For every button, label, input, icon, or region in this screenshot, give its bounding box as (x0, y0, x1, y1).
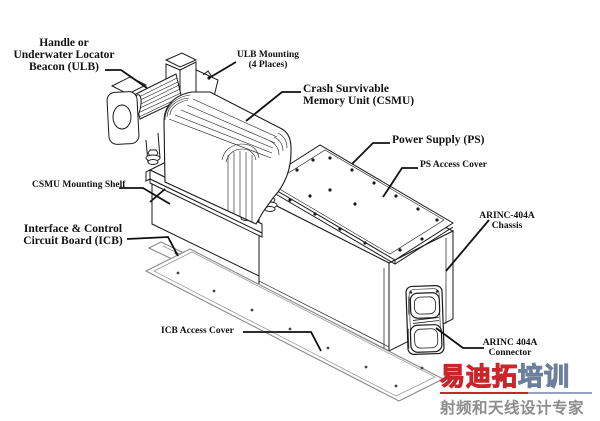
watermark-underline (440, 392, 592, 394)
leader-power-supply (351, 142, 390, 165)
leader-csmu-shelf-tick (149, 188, 166, 203)
watermark: 易迪拓 培训 射频和天线设计专家 (439, 363, 600, 418)
label-ulb-mounting: ULB Mounting (4 Places) (236, 50, 300, 71)
label-arinc-chassis: ARINC-404A Chassis (479, 211, 535, 232)
label-arinc-connector: ARINC 404A Connector (482, 338, 538, 359)
label-ps-access-cover: PS Access Cover (420, 160, 488, 170)
csmu-dome-drawing (163, 91, 292, 225)
label-icb-access-cover: ICB Access Cover (161, 326, 234, 336)
arinc-connector-drawing (405, 284, 445, 356)
watermark-logo-main: 易迪拓 (439, 363, 519, 391)
label-power-supply: Power Supply (PS) (392, 134, 485, 146)
watermark-underline-red (440, 392, 529, 394)
leader-handle-ulb (105, 69, 148, 89)
ps-access-cover-drawing (261, 144, 454, 265)
leader-arinc-chassis (445, 219, 490, 272)
leader-ps-access-cover (382, 167, 418, 198)
label-icb: Interface & Control Circuit Board (ICB) (23, 223, 123, 248)
watermark-logo: 易迪拓 培训 (439, 363, 600, 391)
leader-arinc-connector (435, 327, 484, 349)
label-csmu-mounting-shelf: CSMU Mounting Shelf (32, 180, 126, 190)
watermark-tagline: 射频和天线设计专家 (440, 400, 585, 417)
icb-access-cover-drawing (144, 248, 445, 402)
label-csmu: Crash Survivable Memory Unit (CSMU) (303, 83, 415, 108)
leader-csmu-shelf (119, 187, 171, 205)
label-handle-ulb: Handle or Underwater Locator Beacon (ULB… (13, 37, 115, 74)
leader-csmu (245, 91, 301, 122)
watermark-underline-blue (528, 392, 592, 394)
leader-lines (105, 61, 490, 352)
leader-icb (126, 236, 179, 257)
leader-ulb-mounting (208, 61, 237, 79)
leader-icb-access-cover (243, 331, 322, 352)
watermark-logo-suffix: 培训 (517, 363, 571, 391)
